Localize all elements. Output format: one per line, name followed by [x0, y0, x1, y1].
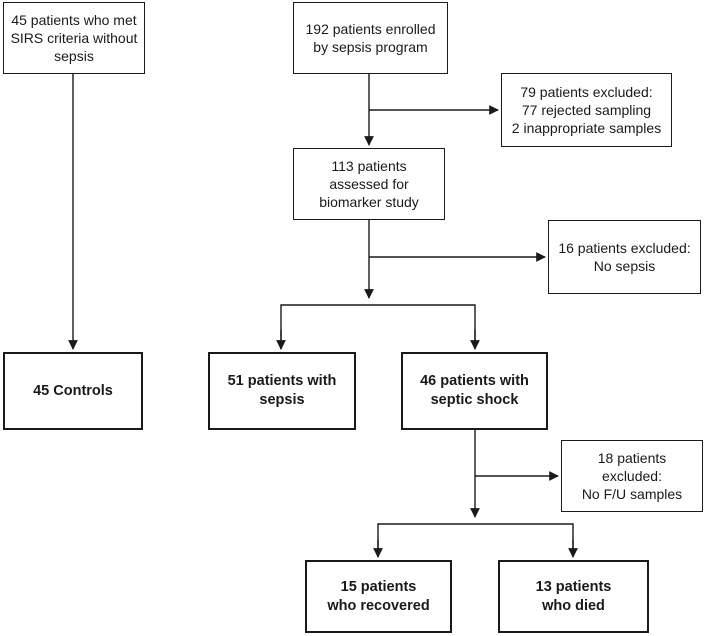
died-box: 13 patients who died [498, 560, 649, 633]
septic-shock-box: 46 patients with septic shock [401, 352, 548, 430]
excluded-79-box: 79 patients excluded: 77 rejected sampli… [501, 73, 672, 147]
controls-source-box: 45 patients who met SIRS criteria withou… [3, 2, 145, 74]
split-line-bottom [377, 523, 574, 557]
septic-shock-label: 46 patients with septic shock [420, 373, 529, 408]
recovered-box: 15 patients who recovered [305, 560, 452, 633]
controls-label: 45 Controls [33, 382, 113, 399]
assessed-box: 113 patients assessed for biomarker stud… [293, 148, 445, 220]
enrolled-label: 192 patients enrolled by sepsis program [305, 20, 436, 55]
excluded-16-label: 16 patients excluded: No sepsis [558, 239, 691, 274]
died-label: 13 patients who died [535, 578, 612, 614]
excluded-18-label: 18 patients excluded: No F/U samples [581, 449, 683, 503]
enrolled-box: 192 patients enrolled by sepsis program [293, 2, 448, 74]
assessed-label: 113 patients assessed for biomarker stud… [319, 157, 419, 211]
excluded-18-box: 18 patients excluded: No F/U samples [561, 440, 703, 512]
controls-box: 45 Controls [3, 352, 143, 430]
sepsis-box: 51 patients with sepsis [208, 352, 356, 430]
sepsis-label: 51 patients with sepsis [227, 373, 337, 408]
excluded-16-box: 16 patients excluded: No sepsis [548, 220, 701, 294]
recovered-label: 15 patients who recovered [327, 578, 430, 614]
controls-source-label: 45 patients who met SIRS criteria withou… [10, 11, 138, 65]
split-line-top [280, 304, 476, 349]
excluded-79-label: 79 patients excluded: 77 rejected sampli… [511, 83, 662, 137]
